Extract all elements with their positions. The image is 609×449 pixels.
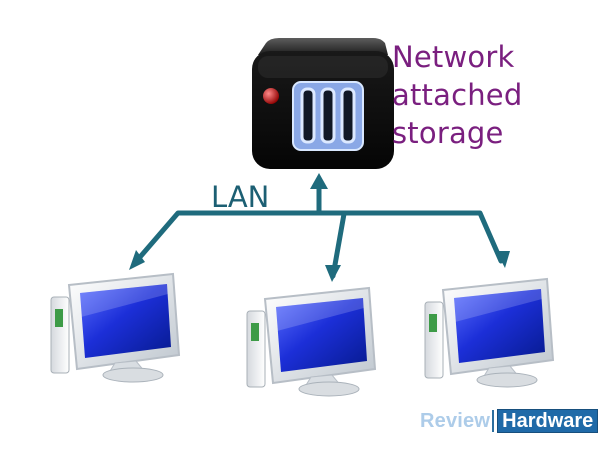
desktop-computer-icon [246, 286, 377, 397]
watermark-review-text: Review [420, 409, 491, 432]
arrow-to-storage [310, 173, 328, 189]
nas-bay-2 [320, 87, 336, 144]
nas-top-cap [258, 38, 388, 55]
nas-bay-1 [300, 87, 316, 144]
computer-tower [246, 310, 266, 388]
computer-tower-detail [251, 323, 259, 341]
lan-connection [131, 183, 504, 279]
computer-tower-detail [55, 309, 63, 327]
computer-tower [424, 301, 444, 379]
computer-base [102, 367, 164, 383]
arrow-to-right-computer [496, 251, 510, 268]
arrow-to-left-computer [129, 250, 145, 270]
watermark-divider [492, 410, 495, 432]
computer-tower-detail [429, 314, 437, 332]
computer-screen [454, 289, 545, 363]
lan-label: LAN [211, 180, 270, 214]
computer-screen-glare [80, 284, 168, 317]
computer-middle [246, 286, 377, 397]
desktop-computer-icon [50, 272, 181, 383]
computer-screen [276, 298, 367, 372]
desktop-computer-icon [424, 277, 555, 388]
nas-label-line-1: Network [392, 40, 515, 74]
nas-bay-3 [340, 87, 356, 144]
computer-left [50, 272, 181, 383]
arrow-to-middle-computer [325, 265, 341, 282]
nas-device-icon [252, 38, 394, 169]
nas-shine [258, 56, 388, 78]
computer-base [298, 381, 360, 397]
nas-label-line-3: storage [392, 116, 504, 150]
computer-screen [80, 284, 171, 358]
lan-main-line [131, 210, 504, 267]
computer-base [476, 372, 538, 388]
watermark-hardware-text: Hardware [497, 409, 599, 433]
computer-screen-glare [276, 298, 364, 331]
computer-screen-glare [454, 289, 542, 322]
lan-arrowheads [129, 173, 510, 282]
nas-label: Network attached storage [392, 38, 522, 152]
computer-tower [50, 296, 70, 374]
nas-label-line-2: attached [392, 78, 523, 112]
computer-right [424, 277, 555, 388]
nas-status-led [263, 88, 279, 104]
watermark: Review Hardware [420, 409, 599, 433]
